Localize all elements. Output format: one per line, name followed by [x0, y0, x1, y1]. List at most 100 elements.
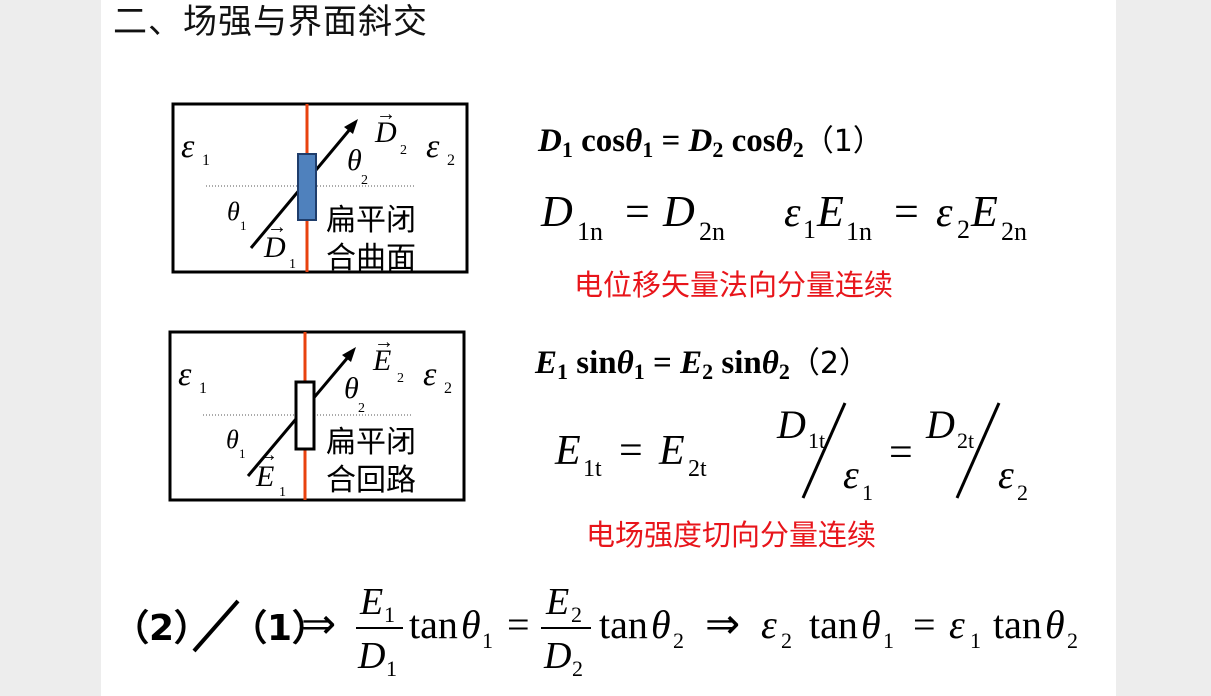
- eps1: ε: [784, 190, 801, 236]
- vector-top-arrow: →: [374, 331, 394, 353]
- vector-bottom-sub: 1: [279, 485, 286, 500]
- theta-bottom: θ: [227, 197, 240, 226]
- e1t: E: [554, 428, 581, 474]
- eq-sign-1: =: [507, 602, 530, 647]
- tag-2: （2）: [113, 608, 210, 649]
- eps2-sub: 2: [1017, 480, 1028, 505]
- epsilon-1-sub: 1: [199, 380, 207, 397]
- frac1-num: E: [359, 581, 383, 623]
- eps2: ε: [998, 452, 1014, 497]
- vector-bottom: E: [255, 460, 274, 493]
- eps-a: ε: [761, 602, 777, 647]
- pillbox: [297, 153, 317, 221]
- epsilon-2: ε: [423, 356, 437, 393]
- equation-1b: D 1n = D 2n ε 1 E 1n = ε 2 E 2n: [540, 187, 1027, 246]
- eps2: ε: [936, 190, 953, 236]
- e2n-sub: 2n: [1001, 217, 1027, 246]
- eps-b: ε: [949, 602, 965, 647]
- e1n: E: [816, 187, 844, 236]
- slide: 二、场强与界面斜交 ε 1 ε 2 D 2 → θ 2 θ 1 D 1 → 扁平…: [101, 0, 1116, 696]
- diagram-frame: [171, 102, 469, 274]
- vector-bottom-arrow: →: [267, 216, 287, 238]
- theta-3-sub: 1: [883, 628, 894, 653]
- d2n-sub: 2n: [699, 217, 725, 246]
- theta-3: θ: [861, 602, 881, 647]
- e1n-sub: 1n: [846, 217, 872, 246]
- vector-top: E: [372, 344, 391, 377]
- eq-sign: =: [619, 428, 643, 474]
- theta-4: θ: [1045, 602, 1065, 647]
- frac1-den: D: [357, 635, 385, 677]
- epsilon-1: ε: [178, 356, 192, 393]
- tan-3: tan: [809, 602, 858, 647]
- eq-sign: =: [625, 187, 650, 236]
- tan-2: tan: [599, 602, 648, 647]
- theta-2: θ: [651, 602, 671, 647]
- diagram-d-field: ε 1 ε 2 D 2 → θ 2 θ 1 D 1 → 扁平闭 合曲面: [171, 102, 469, 276]
- tag-1: （1）: [231, 608, 328, 649]
- vector-top-sub: 2: [400, 143, 407, 158]
- eps1: ε: [843, 452, 859, 497]
- equation-2: E1 sinθ1 = E2 sinθ2（2）: [535, 345, 869, 384]
- frac2-num-sub: 2: [571, 602, 582, 627]
- frac1-den-sub: 1: [386, 656, 397, 681]
- vector-bottom-sub: 1: [289, 257, 296, 272]
- e2n: E: [970, 187, 998, 236]
- closed-loop: [294, 380, 316, 451]
- epsilon-1-sub: 1: [202, 152, 210, 169]
- diagram-frame: [168, 330, 466, 502]
- arrow-head: [344, 119, 358, 134]
- d2t-sub: 2t: [957, 428, 974, 453]
- slash-1: [801, 402, 847, 499]
- eps-a-sub: 2: [781, 628, 792, 653]
- eq-sign-2: =: [889, 430, 913, 476]
- theta-2-sub: 2: [673, 628, 684, 653]
- epsilon-1: ε: [181, 128, 195, 165]
- tan-1: tan: [409, 602, 458, 647]
- theta-1: θ: [461, 602, 481, 647]
- e1t-sub: 1t: [583, 456, 602, 482]
- theta-bottom: θ: [226, 425, 239, 454]
- e2t: E: [658, 428, 685, 474]
- epsilon-2: ε: [426, 128, 440, 165]
- note-normal-continuity: 电位移矢量法向分量连续: [574, 268, 894, 302]
- eps-b-sub: 1: [970, 628, 981, 653]
- d2t: D: [925, 402, 955, 447]
- theta-top: θ: [344, 372, 359, 405]
- e2t-sub: 2t: [688, 456, 707, 482]
- epsilon-2-sub: 2: [444, 380, 452, 397]
- vector-bottom: D: [263, 231, 286, 264]
- theta-bottom-sub: 1: [240, 218, 247, 233]
- surface-label-line1: 扁平闭: [326, 203, 416, 238]
- eps2-sub: 2: [957, 215, 970, 244]
- theta-1-sub: 1: [482, 628, 493, 653]
- theta-top: θ: [347, 144, 362, 177]
- equation-1: D1 cosθ1 = D2 cosθ2（1）: [538, 123, 883, 162]
- frac2-num: E: [545, 581, 569, 623]
- frac1-num-sub: 1: [384, 602, 395, 627]
- d1t-sub: 1t: [808, 428, 825, 453]
- vector-top-sub: 2: [397, 371, 404, 386]
- arrow-head: [342, 347, 356, 362]
- eps1-sub: 1: [862, 480, 873, 505]
- epsilon-2-sub: 2: [447, 152, 455, 169]
- implies-2: ⇒: [705, 602, 740, 648]
- theta-top-sub: 2: [361, 173, 368, 188]
- slide-title: 二、场强与界面斜交: [113, 2, 428, 42]
- frac2-den: D: [543, 635, 571, 677]
- eq-sign-2: =: [913, 602, 936, 647]
- vector-top: D: [374, 116, 397, 149]
- vector-top-arrow: →: [376, 103, 396, 125]
- tan-4: tan: [993, 602, 1042, 647]
- d2n: D: [662, 187, 695, 236]
- implies-1: ⇒: [301, 602, 336, 648]
- diagram-e-field: ε 1 ε 2 E 2 → θ 2 θ 1 E 1 → 扁平闭 合回路: [168, 330, 466, 502]
- loop-label-line2: 合回路: [326, 463, 416, 498]
- loop-label-line1: 扁平闭: [326, 425, 416, 460]
- vector-bottom-arrow: →: [258, 444, 278, 466]
- d1n-sub: 1n: [577, 217, 603, 246]
- frac2-den-sub: 2: [572, 656, 583, 681]
- equation-2b: E 1t = E 2t D 1t ε 1 = D 2t ε 2: [554, 402, 1028, 505]
- ratio-slash: [192, 599, 240, 653]
- eq-sign-2: =: [894, 187, 919, 236]
